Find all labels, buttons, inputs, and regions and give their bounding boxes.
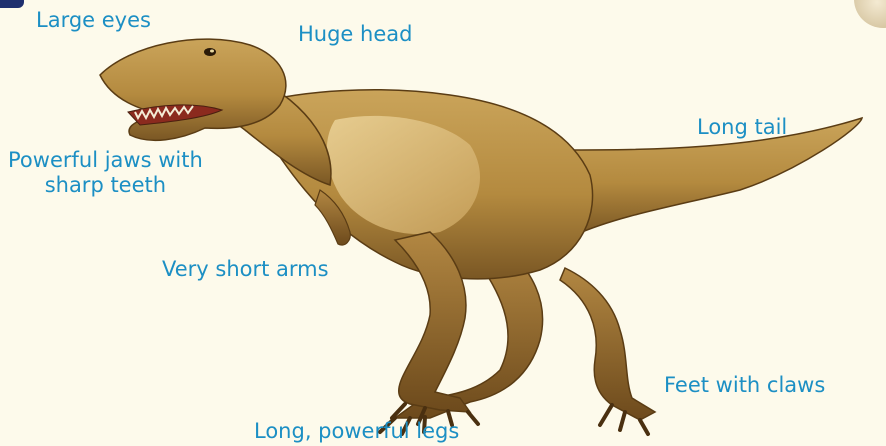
- label-large-eyes: Large eyes: [36, 8, 151, 33]
- label-jaws-line2: sharp teeth: [8, 173, 203, 198]
- label-short-arms: Very short arms: [162, 257, 329, 282]
- label-feet-claws: Feet with claws: [664, 373, 825, 398]
- rear-foot: [560, 268, 655, 420]
- label-jaws-line1: Powerful jaws with: [8, 148, 203, 173]
- label-huge-head: Huge head: [298, 22, 412, 47]
- label-long-legs: Long, powerful legs: [254, 419, 459, 444]
- label-powerful-jaws: Powerful jaws with sharp teeth: [8, 148, 203, 198]
- eye: [204, 48, 216, 56]
- label-long-tail: Long tail: [697, 115, 787, 140]
